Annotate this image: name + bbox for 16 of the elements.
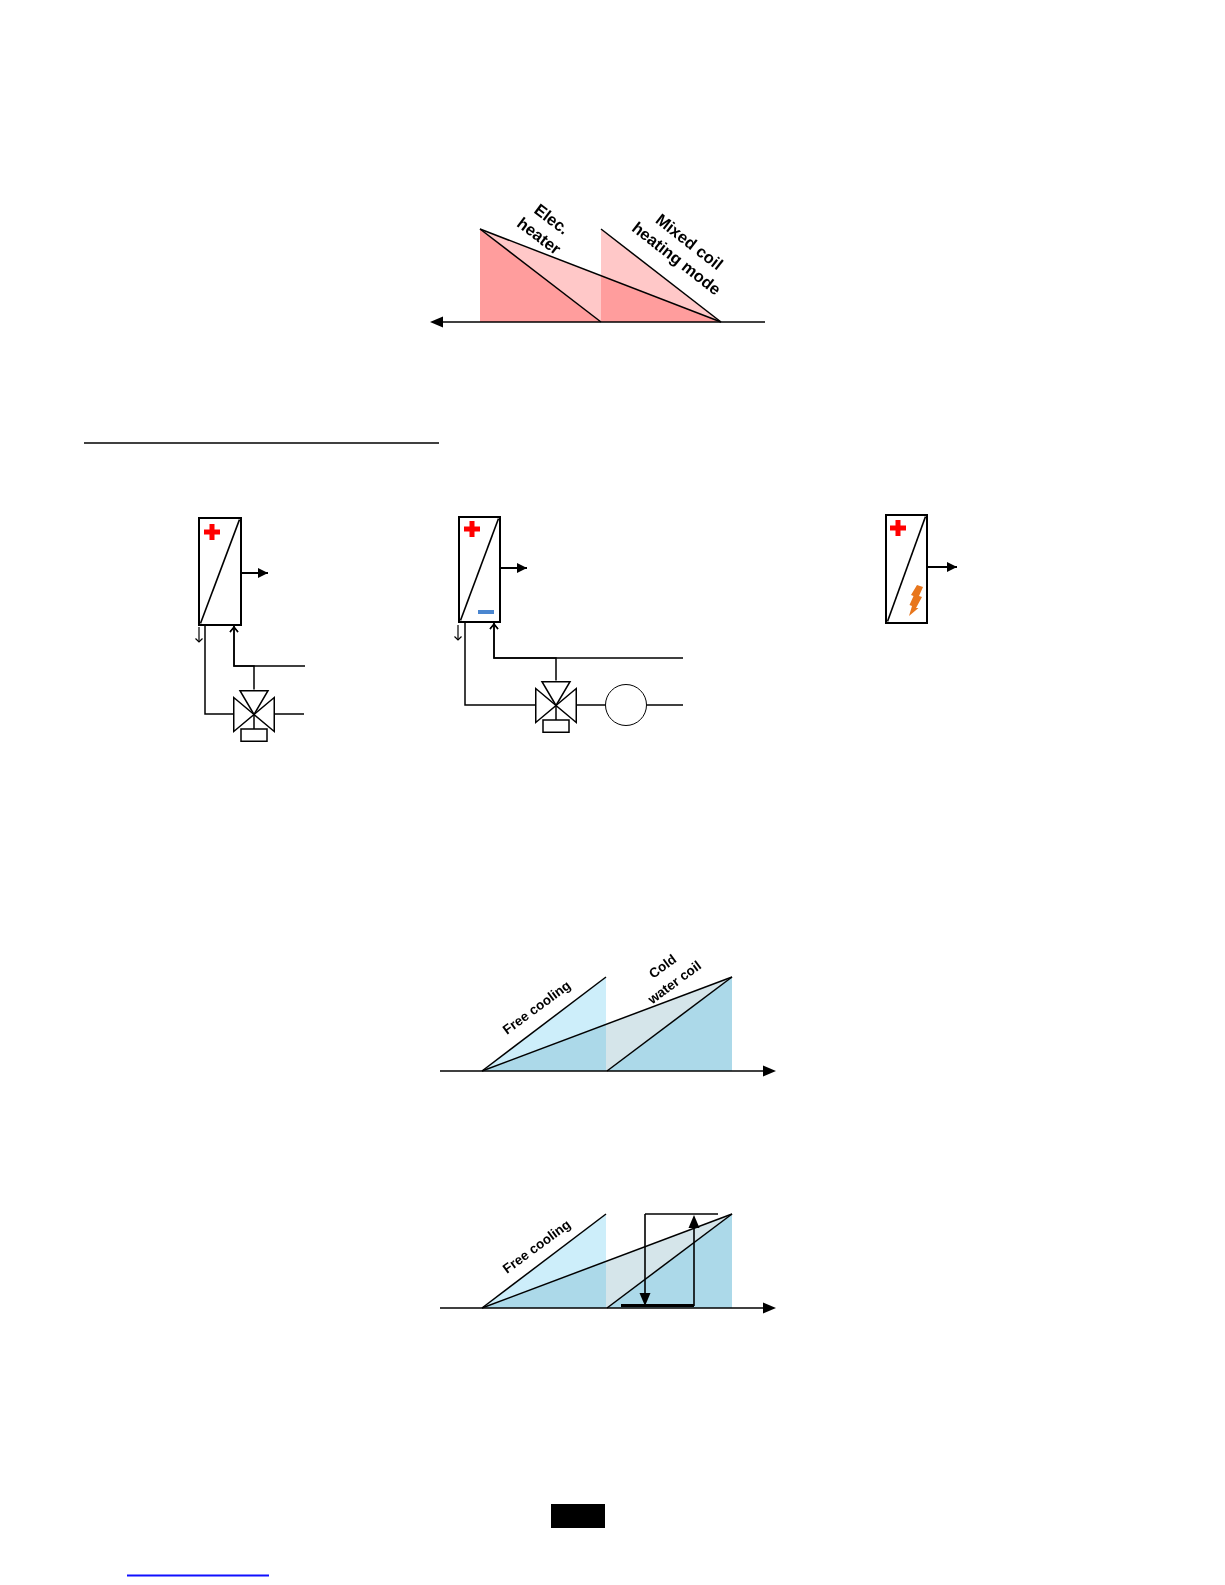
valve-symbol (233, 689, 275, 742)
pipe-line (274, 713, 305, 715)
airflow-arrow (241, 568, 269, 578)
pump-circle (605, 684, 647, 726)
coil-symbol (458, 516, 501, 623)
airflow-arrow (927, 562, 958, 572)
pipe-line (229, 625, 306, 667)
pipe-line (464, 622, 536, 706)
pipe-line (204, 625, 234, 715)
pipe-line (489, 622, 684, 659)
airflow-arrow (500, 563, 528, 573)
pipe-line (646, 704, 684, 706)
valve-symbol (535, 680, 577, 733)
pipe-line (576, 704, 606, 706)
coil-symbol (885, 514, 928, 624)
coil-symbol (198, 517, 242, 626)
